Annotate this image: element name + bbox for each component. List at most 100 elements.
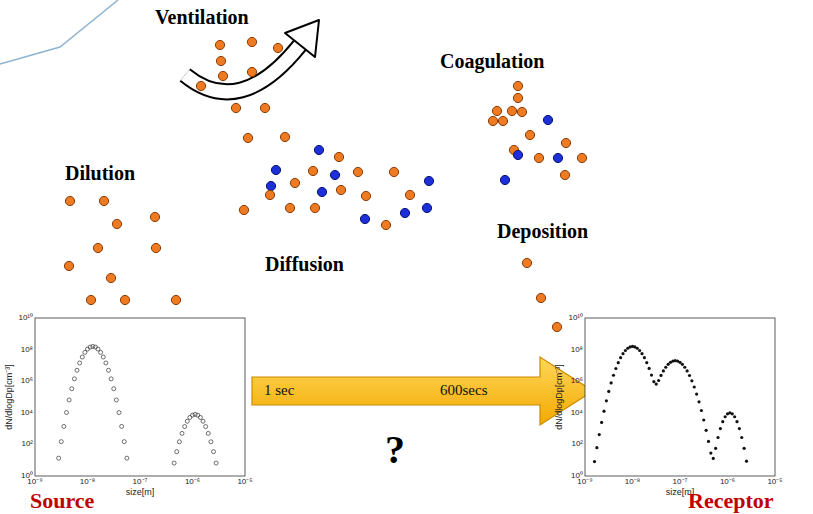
particle-orange [243,133,252,142]
particle-blue [513,150,522,159]
data-point [652,380,655,383]
data-point [681,363,684,366]
data-point [733,415,736,418]
particle-orange [389,167,398,176]
data-point [198,415,202,419]
x-tick-label: 10⁻⁷ [133,478,148,486]
data-point [619,356,622,359]
data-point [617,361,620,364]
data-point [740,436,743,439]
particle-orange [334,152,343,161]
data-point [180,431,184,435]
particle-orange [522,258,531,267]
particle-orange [381,220,390,229]
data-point [605,399,608,402]
data-point [683,366,686,369]
y-tick-label: 10¹⁰ [568,314,583,322]
particle-blue [330,170,339,179]
particle-orange [106,273,115,282]
data-point [705,429,708,432]
data-point [117,411,121,415]
data-point [593,460,596,463]
particle-orange [353,167,362,176]
arrow-shape [250,355,595,427]
particle-orange [65,196,74,205]
y-tick-label: 10² [21,440,33,448]
particle-orange [231,103,240,112]
data-point [201,419,205,423]
data-point [738,427,741,430]
particle-blue [314,145,323,154]
data-point [688,374,691,377]
particle-orange [247,37,256,46]
data-point [745,460,748,463]
particle-orange [405,190,414,199]
data-point [690,379,693,382]
data-point [610,381,613,384]
data-point [595,446,598,449]
particle-orange [112,219,121,228]
particle-orange [120,295,129,304]
data-point [204,425,208,429]
data-point [607,390,610,393]
process-label: Coagulation [440,50,544,72]
data-point [743,447,746,450]
data-point [697,400,700,403]
data-point [664,366,667,369]
data-point [57,456,61,460]
particle-orange [285,203,294,212]
data-point [657,379,660,382]
data-point [72,377,76,381]
data-point [209,440,213,444]
data-point [650,373,653,376]
particle-blue [543,115,552,124]
particle-orange [308,166,317,175]
data-point [175,450,179,454]
y-axis-label: dN/dlogDp[cm⁻³] [5,364,14,430]
data-point [714,447,717,450]
particle-orange [561,138,570,147]
particle-orange [517,107,526,116]
particle-orange [64,261,73,270]
data-point [709,451,712,454]
particle-orange [151,243,160,252]
x-tick-label: 10⁻⁸ [625,478,640,486]
particles [64,37,586,331]
source-label: Source [30,489,94,513]
data-point [716,436,719,439]
data-point [702,418,705,421]
particle-orange [525,130,534,139]
particle-orange [488,116,497,125]
data-point [70,387,74,391]
particle-orange [280,132,289,141]
data-point [707,440,710,443]
particle-orange [336,185,345,194]
data-point [700,409,703,412]
particle-blue [360,214,369,223]
data-point [686,369,689,372]
process-label: Deposition [497,220,588,242]
data-point [75,368,79,372]
particle-orange [150,212,159,221]
arrow-band [185,45,300,92]
data-point [62,424,66,428]
data-point [114,398,118,402]
callout-outline [0,0,118,64]
data-point [648,367,651,370]
particle-orange [260,103,269,112]
process-label: Ventilation [155,6,249,28]
particle-orange [215,40,224,49]
plot-frame [585,318,775,476]
data-point [712,457,715,460]
data-point [214,461,218,465]
particle-orange [552,322,561,331]
y-tick-label: 10⁶ [571,377,583,385]
data-point [719,427,722,430]
size-distribution-plot: dN/dlogDp[cm⁻³]size[m]10¹⁰10⁸10⁶10⁴10²10… [550,300,813,514]
data-point [643,356,646,359]
data-point [91,344,95,348]
data-point [67,398,71,402]
y-tick-label: 10⁸ [21,346,33,354]
y-axis-label: dN/dlogDp[cm⁻³] [555,364,564,430]
